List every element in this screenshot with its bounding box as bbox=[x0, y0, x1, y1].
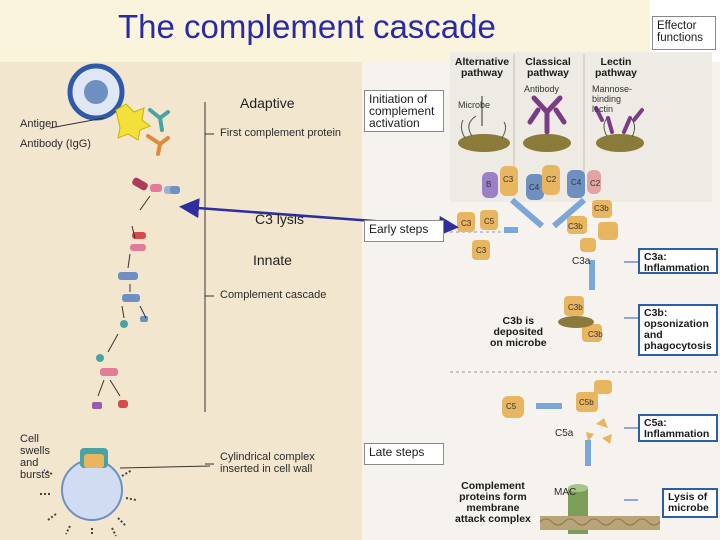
cylindrical-complex-label: Cylindrical complex inserted in cell wal… bbox=[220, 451, 315, 475]
microbe-shape bbox=[596, 134, 644, 152]
fragment-c4b-label: C4 bbox=[571, 178, 582, 187]
lysis-of-microbe-box: Lysis of microbe bbox=[662, 488, 718, 518]
title-band bbox=[0, 0, 650, 62]
adaptive-label: Adaptive bbox=[240, 95, 295, 111]
slide-title: The complement cascade bbox=[118, 8, 496, 45]
mannose-lectin-label: Mannose- binding lectin bbox=[592, 84, 633, 114]
fragment-c3bb-label: C3b bbox=[568, 222, 583, 231]
left-diagram bbox=[40, 63, 214, 537]
antibody-shape bbox=[527, 95, 567, 135]
fragment-c4-label: C4 bbox=[529, 183, 540, 192]
lectin-pathway-header: Lectin pathway bbox=[594, 56, 637, 79]
cell-bursts-label: Cell swells and bursts bbox=[20, 433, 50, 481]
c3b-opsonization-box: C3b: opsonization and phagocytosis bbox=[638, 304, 718, 356]
fragment-c5b-label: C5b bbox=[579, 398, 594, 407]
fragment-c3-early-label: C3 bbox=[461, 219, 472, 228]
fragment-c3b-microbe-label: C3b bbox=[588, 330, 603, 339]
microbe-label: Microbe bbox=[458, 100, 491, 110]
c3a-inflammation-box: C3a: Inflammation bbox=[638, 248, 718, 274]
microbe-shape bbox=[523, 134, 571, 152]
antibody-label: Antibody bbox=[524, 84, 560, 94]
fragment-c3b-label: C3b bbox=[594, 204, 609, 213]
mac-label: MAC bbox=[554, 487, 577, 498]
fragment-c5-early-label: C5 bbox=[484, 217, 495, 226]
initiation-box: Initiation of complement activation bbox=[364, 90, 444, 132]
late-steps-box: Late steps bbox=[364, 443, 444, 465]
right-diagram bbox=[450, 52, 720, 534]
c3-lysis-label: C3 lysis bbox=[255, 211, 305, 227]
fragment-c3-lower-label: C3 bbox=[476, 246, 487, 255]
antibody-igg-label: Antibody (IgG) bbox=[20, 138, 91, 150]
c3b-deposited-label: C3b is deposited on microbe bbox=[490, 315, 547, 349]
c5a-inflammation-box: C5a: Inflammation bbox=[638, 414, 718, 442]
fragment-c2-label: C2 bbox=[546, 175, 557, 184]
fragment-c3b-deposit-label: C3b bbox=[568, 303, 583, 312]
fragment-c2b-label: C2 bbox=[590, 179, 601, 188]
fragment-b-label: B bbox=[486, 180, 492, 189]
microbe-shape bbox=[458, 134, 510, 152]
c5a-fragment-label: C5a bbox=[555, 428, 574, 439]
lectin-shape bbox=[594, 106, 644, 134]
classical-pathway-header: Classical pathway bbox=[525, 56, 571, 79]
fragment-c3-label: C3 bbox=[503, 175, 514, 184]
antigen-label: Antigen bbox=[20, 118, 58, 130]
left-panel bbox=[0, 62, 362, 540]
early-steps-box: Early steps bbox=[364, 220, 444, 242]
innate-label: Innate bbox=[253, 252, 292, 268]
antigen-shape bbox=[115, 103, 152, 141]
effector-functions-header: Effector functions bbox=[652, 16, 716, 50]
fragment-c5-label: C5 bbox=[506, 402, 517, 411]
first-protein-label: First complement protein bbox=[220, 127, 342, 139]
c3a-fragment-label: C3a bbox=[572, 256, 591, 267]
mac-description-label: Complement proteins form membrane attack… bbox=[455, 480, 531, 525]
complement-cascade-label: Complement cascade bbox=[220, 289, 327, 301]
alternative-pathway-header: Alternative pathway bbox=[454, 56, 510, 79]
